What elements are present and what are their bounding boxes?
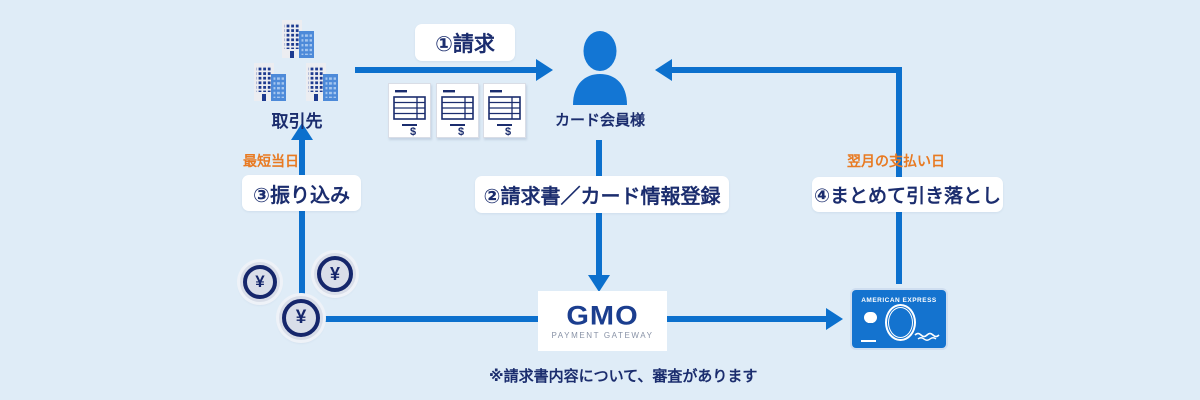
arrowhead-gmo-to-amex	[826, 308, 843, 330]
gmo-wordmark: GMO	[566, 300, 639, 331]
step3-label: ③振り込み	[242, 175, 361, 211]
amex-card-icon: AMERICAN EXPRESS	[852, 290, 946, 348]
step2-label: ②請求書／カード情報登録	[475, 176, 729, 213]
invoice-icon: $	[483, 83, 526, 138]
arrowhead-step4-left	[655, 59, 672, 81]
invoice-icon: $	[436, 83, 479, 138]
flow-line-step4-vertical	[896, 67, 902, 284]
dollar-symbol: $	[458, 126, 464, 137]
yen-symbol: ¥	[317, 256, 353, 292]
card-oval-icon	[885, 304, 916, 341]
flow-line-step1	[355, 67, 536, 73]
card-chip-icon	[864, 312, 877, 323]
yen-coin-icon: ¥	[314, 253, 356, 295]
arrowhead-step1-right	[536, 59, 553, 81]
flow-line-gmo-to-amex	[667, 316, 826, 322]
amex-brand-label: AMERICAN EXPRESS	[861, 297, 937, 304]
yen-symbol: ¥	[282, 299, 320, 337]
step3-note: 最短当日	[243, 153, 299, 169]
partner-label: 取引先	[271, 112, 323, 131]
gmo-logo: GMO PAYMENT GATEWAY	[538, 291, 667, 351]
yen-symbol: ¥	[243, 265, 277, 299]
yen-coin-icon: ¥	[240, 262, 280, 302]
flow-line-gmo-to-partner	[302, 316, 538, 322]
person-icon	[568, 31, 632, 110]
card-signature-icon	[914, 330, 940, 348]
buildings-icon	[253, 18, 343, 109]
flow-line-step4-horizontal	[672, 67, 902, 73]
step4-label: ④まとめて引き落とし	[812, 177, 1003, 212]
member-label: カード会員様	[554, 112, 645, 129]
flow-line-step3	[299, 139, 305, 299]
footnote: ※請求書内容について、審査があります	[489, 368, 758, 385]
arrowhead-step2-down	[588, 275, 610, 292]
step4-note: 翌月の支払い日	[847, 153, 945, 169]
card-number-bar	[861, 340, 876, 342]
step1-label: ①請求	[415, 24, 515, 61]
gmo-subtitle: PAYMENT GATEWAY	[551, 330, 654, 340]
dollar-symbol: $	[410, 126, 416, 137]
arrowhead-step3-up	[291, 123, 313, 140]
dollar-symbol: $	[505, 126, 511, 137]
yen-coin-icon: ¥	[279, 296, 323, 340]
invoice-icon: $	[388, 83, 431, 138]
